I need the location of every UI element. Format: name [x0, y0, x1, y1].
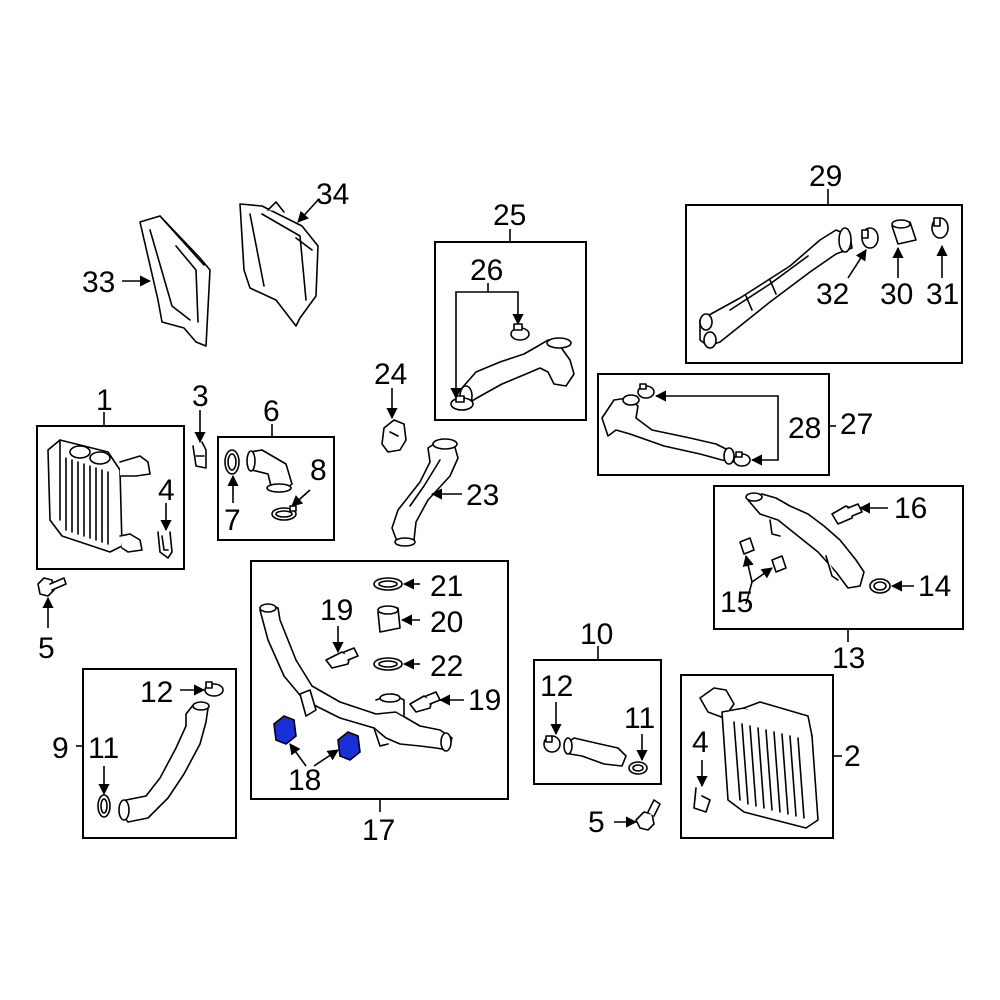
callout-numbers: 33 34 1 3 4 5 6 7 8 24 23 25 26 29 32 30…: [38, 160, 959, 847]
callout-19-lower: 19: [468, 684, 501, 717]
callout-21: 21: [430, 570, 463, 603]
hose-9: [118, 701, 210, 823]
leader-lines: [42, 189, 948, 828]
clamp-22: [373, 657, 403, 671]
callout-7: 7: [224, 504, 241, 537]
intercooler-right-2: [699, 687, 819, 829]
callout-26: 26: [470, 254, 503, 287]
pipe-assembly-29: [699, 227, 853, 349]
callout-10: 10: [580, 618, 613, 651]
callout-5-right: 5: [588, 806, 605, 839]
callout-12-left: 12: [140, 676, 173, 709]
grommet-18-b: [337, 731, 361, 761]
clamp-28-upper: [637, 383, 655, 399]
grommet-15-b: [771, 555, 787, 573]
callout-2: 2: [844, 740, 861, 773]
group-box-6: [217, 436, 335, 541]
grommet-18-highlighted: [273, 715, 361, 761]
grommet-15-a: [739, 537, 755, 555]
callout-33: 33: [82, 266, 115, 299]
clamp-26-upper: [510, 323, 530, 341]
callout-13: 13: [832, 642, 865, 675]
group-box-27: [597, 373, 830, 476]
o-ring-14: [869, 578, 891, 594]
elbow-hose-6: [246, 449, 293, 493]
hose-10: [563, 737, 627, 767]
callout-29: 29: [809, 160, 842, 193]
callout-5-left: 5: [38, 632, 55, 665]
callout-16: 16: [894, 492, 927, 525]
bolt-5-right: [635, 799, 661, 831]
air-duct-housing-34: [239, 201, 319, 327]
coupler-30: [891, 219, 917, 245]
group-box-9: [82, 668, 237, 839]
group-box-1: [36, 425, 185, 570]
intercooler-left-1: [47, 439, 151, 553]
group-box-13: [713, 485, 964, 630]
callout-30: 30: [880, 278, 913, 311]
callout-20: 20: [430, 606, 463, 639]
callout-24: 24: [374, 358, 407, 391]
coupler-20: [377, 605, 401, 633]
callout-8: 8: [310, 454, 327, 487]
air-duct-panel-33: [139, 215, 211, 347]
pipe-assembly-17: [259, 603, 453, 752]
callout-1: 1: [96, 384, 113, 417]
o-ring-11-right: [628, 761, 648, 775]
o-ring-11-left: [97, 794, 111, 818]
clamp-31: [931, 217, 949, 239]
hose-25: [459, 337, 575, 407]
callout-15: 15: [720, 586, 753, 619]
callout-23: 23: [466, 479, 499, 512]
callout-28: 28: [788, 412, 821, 445]
clip-4-right: [693, 787, 711, 813]
callout-6: 6: [263, 395, 280, 428]
bolt-5-left: [37, 577, 67, 597]
bolt-19-lower: [409, 691, 441, 713]
callout-18: 18: [288, 764, 321, 797]
clamp-28-lower: [733, 451, 751, 467]
clamp-32: [861, 227, 879, 249]
callout-22: 22: [430, 650, 463, 683]
callout-25: 25: [493, 199, 526, 232]
clamp-8: [271, 505, 297, 521]
callout-4-left: 4: [158, 474, 175, 507]
callout-14: 14: [918, 570, 951, 603]
callout-12-right: 12: [540, 670, 573, 703]
callout-9: 9: [52, 732, 69, 765]
pipe-assembly-13: [745, 492, 865, 589]
bolt-19-upper: [325, 647, 359, 669]
callout-3: 3: [192, 380, 209, 413]
o-ring-7: [224, 449, 240, 475]
bracket-3: [192, 441, 207, 469]
bracket-24: [381, 419, 407, 453]
callout-11-left: 11: [88, 732, 119, 765]
hose-27: [601, 394, 735, 465]
callout-11-right: 11: [624, 702, 655, 735]
callout-19-upper: 19: [320, 594, 353, 627]
callout-27: 27: [840, 408, 873, 441]
clamp-12-right: [543, 735, 561, 753]
callout-17: 17: [362, 814, 395, 847]
callout-4-right: 4: [692, 726, 709, 759]
clip-4-left: [157, 531, 173, 559]
clamp-21: [373, 577, 403, 591]
group-box-25: [434, 241, 587, 421]
air-pipe-23: [391, 438, 459, 547]
bolt-16: [831, 503, 863, 525]
callout-32: 32: [816, 278, 849, 311]
group-box-29: [685, 204, 963, 364]
grommet-18-a: [273, 715, 297, 745]
callout-31: 31: [926, 278, 959, 311]
clamp-12-left: [204, 681, 224, 697]
callout-34: 34: [316, 178, 349, 211]
